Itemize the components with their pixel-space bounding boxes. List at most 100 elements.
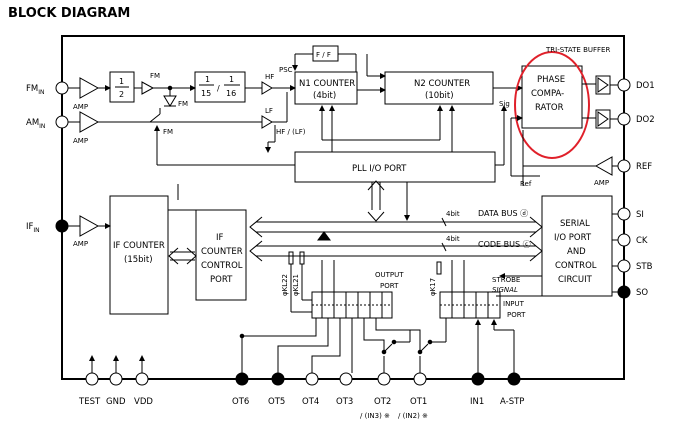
- ot1-note: / (IN2) ※: [398, 412, 428, 420]
- pin-ot5-label: OT5: [268, 397, 285, 407]
- svg-text:AMP: AMP: [73, 137, 88, 145]
- svg-text:PLL I/O PORT: PLL I/O PORT: [352, 164, 407, 174]
- svg-text:COMPA-: COMPA-: [531, 89, 564, 99]
- svg-text:1: 1: [119, 77, 124, 86]
- svg-text:CODE BUS ⓒ: CODE BUS ⓒ: [478, 240, 531, 249]
- svg-text:PORT: PORT: [507, 311, 526, 319]
- svg-text:(4bit): (4bit): [313, 91, 336, 101]
- svg-text:4bit: 4bit: [446, 210, 460, 218]
- svg-text:16: 16: [226, 89, 236, 98]
- code-bus: [256, 245, 536, 257]
- pin-if-in: [55, 219, 69, 233]
- am-amp: [79, 111, 100, 133]
- svg-text:PORT: PORT: [380, 282, 399, 290]
- pin-gnd-label: GND: [106, 397, 126, 407]
- svg-text:PORT: PORT: [210, 275, 233, 285]
- svg-text:HF: HF: [265, 73, 274, 81]
- svg-text:PSC: PSC: [279, 66, 293, 74]
- svg-text:F / F: F / F: [316, 51, 331, 59]
- svg-text:CONTROL: CONTROL: [201, 261, 243, 271]
- pin-am-in: [55, 115, 69, 129]
- bottom-pins: [85, 372, 521, 386]
- if-amp: [79, 215, 100, 237]
- svg-text:AMP: AMP: [594, 179, 609, 187]
- pin-ot3-label: OT3: [336, 397, 353, 407]
- svg-text:φKL22: φKL22: [281, 274, 289, 296]
- pin-fm-in: [55, 81, 69, 95]
- svg-text:RATOR: RATOR: [535, 103, 564, 113]
- svg-text:CIRCUIT: CIRCUIT: [558, 275, 593, 285]
- svg-text:Sig: Sig: [499, 100, 510, 108]
- svg-text:1: 1: [229, 75, 234, 84]
- fm-in-label: FMIN: [26, 84, 45, 96]
- svg-text:FM: FM: [150, 72, 160, 80]
- if-counter: [109, 195, 169, 315]
- svg-text:(15bit): (15bit): [124, 255, 153, 265]
- svg-text:2: 2: [119, 90, 124, 99]
- svg-text:SERIAL: SERIAL: [560, 219, 590, 229]
- ref-amp: [594, 156, 613, 176]
- svg-text:IF: IF: [216, 233, 224, 243]
- svg-text:STROBE: STROBE: [492, 276, 520, 284]
- pin-test-label: TEST: [78, 397, 101, 407]
- right-pins: [617, 78, 631, 299]
- ot2-note: / (IN3) ※: [360, 412, 390, 420]
- svg-text:AMP: AMP: [73, 240, 88, 248]
- if-counter-control-port: [195, 209, 247, 301]
- pin-do1-label: DO1: [636, 81, 655, 91]
- svg-text:TRI-STATE BUFFER: TRI-STATE BUFFER: [545, 46, 610, 54]
- svg-text:OUTPUT: OUTPUT: [375, 271, 404, 279]
- svg-text:4bit: 4bit: [446, 235, 460, 243]
- pin-in1-label: IN1: [470, 397, 484, 407]
- pin-ot2-label: OT2: [374, 397, 391, 407]
- pin-do2-label: DO2: [636, 115, 655, 125]
- half-divider: [109, 71, 135, 103]
- n1-counter: [294, 71, 358, 105]
- svg-text:φKL21: φKL21: [292, 274, 300, 296]
- data-bus: [256, 221, 536, 233]
- pin-astp-label: A-STP: [500, 397, 524, 407]
- svg-text:FM: FM: [178, 100, 188, 108]
- pin-si-label: SI: [636, 210, 644, 220]
- svg-text:I/O PORT: I/O PORT: [554, 233, 592, 243]
- diagram-title: BLOCK DIAGRAM: [8, 6, 131, 21]
- svg-text:N2 COUNTER: N2 COUNTER: [414, 79, 470, 89]
- svg-text:LF: LF: [265, 107, 273, 115]
- svg-text:CONTROL: CONTROL: [555, 261, 597, 271]
- pin-ref-label: REF: [636, 162, 652, 172]
- hf-buffer: [261, 81, 273, 95]
- svg-text:φK17: φK17: [429, 278, 437, 296]
- svg-text:FM: FM: [163, 128, 173, 136]
- pin-ck-label: CK: [636, 236, 648, 246]
- highlight-circle: [514, 51, 590, 159]
- svg-text:COUNTER: COUNTER: [201, 247, 243, 257]
- svg-text:DATA BUS ⓓ: DATA BUS ⓓ: [478, 209, 528, 218]
- svg-text:PHASE: PHASE: [537, 75, 565, 85]
- prescaler: [194, 71, 246, 103]
- svg-text:INPUT: INPUT: [503, 300, 525, 308]
- pin-ot4-label: OT4: [302, 397, 319, 407]
- svg-text:(10bit): (10bit): [425, 91, 454, 101]
- svg-text:15: 15: [201, 89, 211, 98]
- svg-text:1: 1: [205, 75, 210, 84]
- pin-stb-label: STB: [636, 262, 653, 272]
- pin-ot6-label: OT6: [232, 397, 249, 407]
- svg-text:IF COUNTER: IF COUNTER: [113, 241, 165, 251]
- svg-text:Ref: Ref: [520, 180, 532, 188]
- pll-io-port: [294, 151, 496, 183]
- svg-text:AND: AND: [567, 247, 586, 257]
- pin-ot1-label: OT1: [410, 397, 427, 407]
- pin-vdd-label: VDD: [134, 397, 153, 407]
- fm-amp: [79, 77, 100, 99]
- fm-buffer: [141, 81, 155, 95]
- phase-comparator: [521, 65, 583, 129]
- serial-io-port: [541, 195, 613, 297]
- svg-text:SIGNAL: SIGNAL: [492, 286, 518, 294]
- svg-text:N1 COUNTER: N1 COUNTER: [299, 79, 355, 89]
- svg-text:HF / (LF): HF / (LF): [276, 128, 306, 136]
- pin-so-label: SO: [636, 288, 648, 298]
- if-in-label: IFIN: [26, 222, 40, 234]
- lf-buffer: [261, 115, 273, 129]
